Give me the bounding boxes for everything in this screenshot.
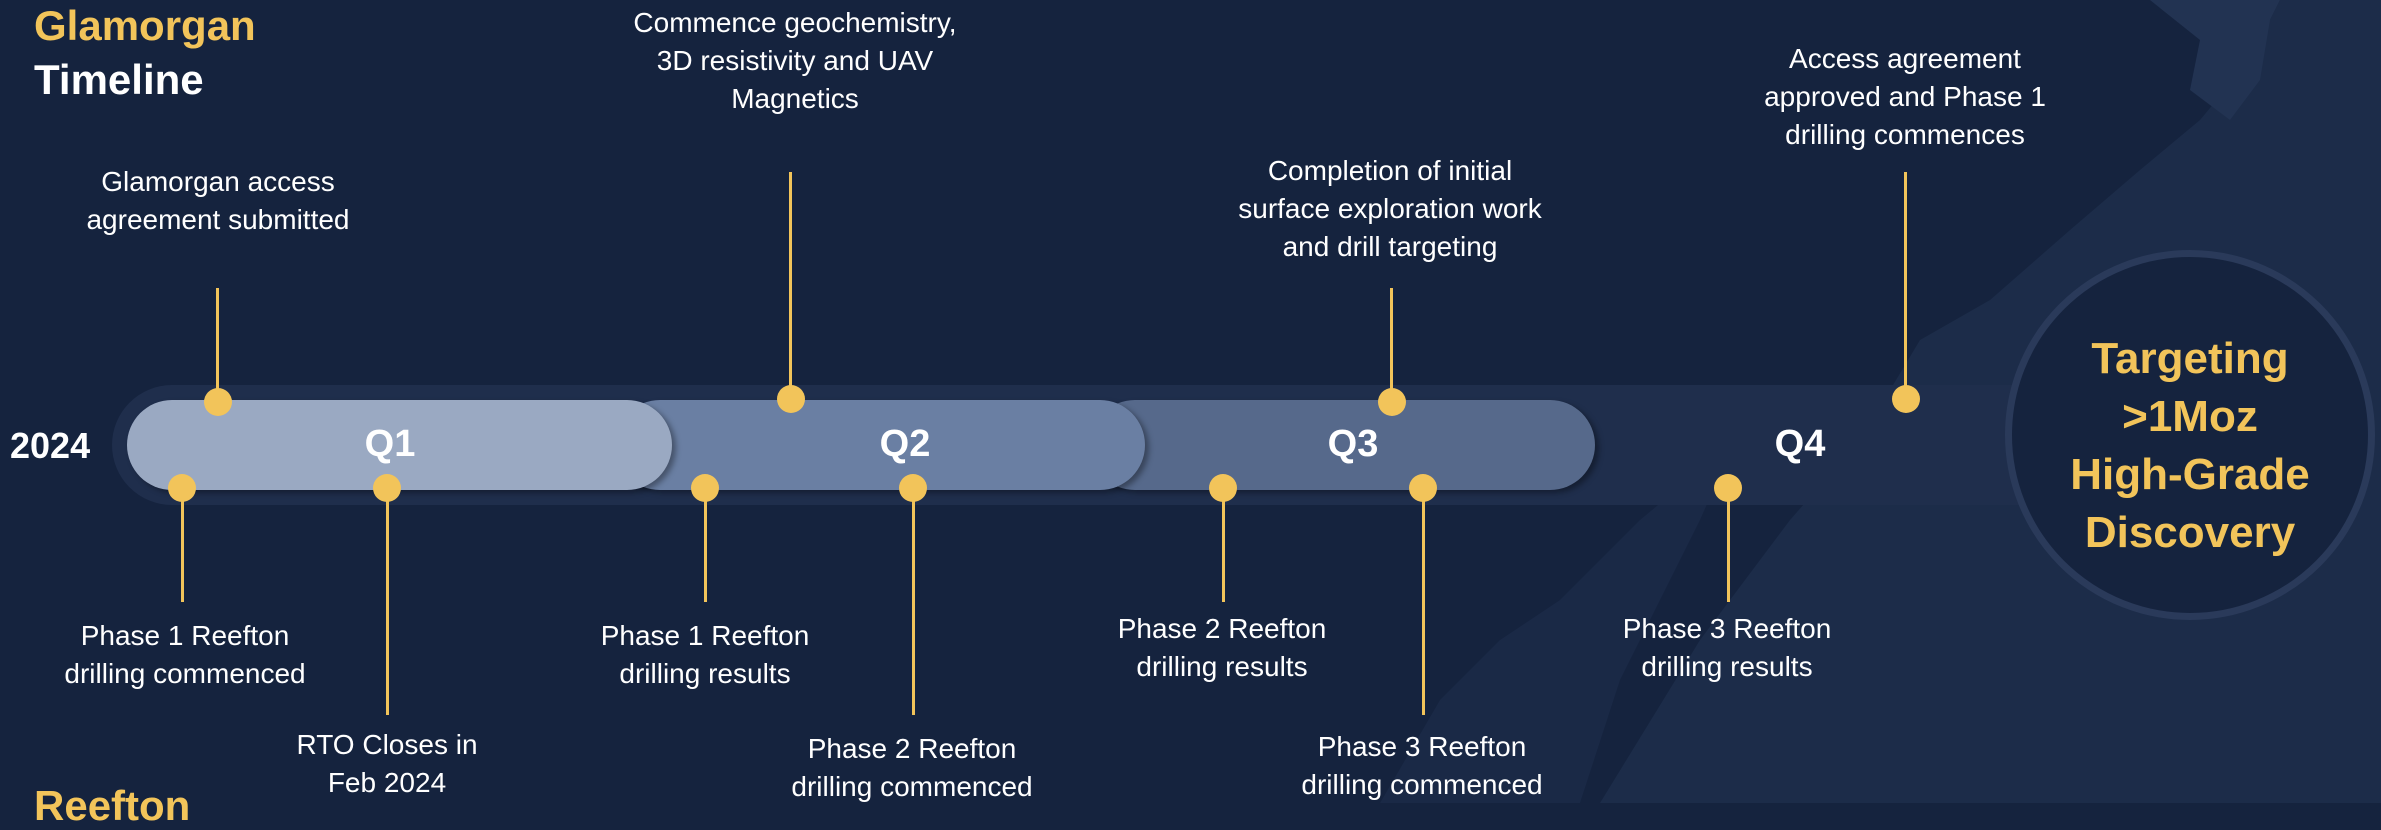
event-marker	[1378, 388, 1406, 416]
event-connector	[181, 490, 184, 602]
event-connector	[386, 490, 389, 715]
event-connector	[1422, 490, 1425, 715]
year-label: 2024	[10, 425, 91, 466]
event-connector	[704, 490, 707, 602]
event-connector	[912, 490, 915, 715]
timeline-track-extension	[1550, 385, 2050, 505]
event-connector	[1727, 490, 1730, 602]
event-below-label: Phase 2 Reefton drilling commenced	[791, 733, 1033, 802]
event-below-label: Phase 2 Reefton drilling results	[1117, 613, 1327, 682]
event-above-label: Access agreement approved and Phase 1 dr…	[1764, 43, 2046, 150]
title-glamorgan: Glamorgan	[34, 2, 256, 49]
event-connector	[1390, 288, 1393, 400]
event-marker	[777, 385, 805, 413]
event-connector	[1222, 490, 1225, 602]
event-above-label: Glamorgan access agreement submitted	[86, 166, 350, 235]
event-above-label: Completion of initial surface exploratio…	[1238, 155, 1542, 262]
target-text: Targeting >1Moz High-Grade Discovery	[2070, 334, 2310, 557]
event-above-label: Commence geochemistry, 3D resistivity an…	[633, 7, 957, 114]
event-marker	[204, 388, 232, 416]
segment-q3	[1090, 400, 1595, 490]
quarter-q2: Q2	[879, 423, 931, 465]
quarter-q4: Q4	[1774, 423, 1826, 465]
target-circle	[2005, 250, 2375, 620]
event-below-label: Phase 1 Reefton drilling results	[600, 620, 810, 689]
event-below-label: Phase 3 Reefton drilling results	[1622, 613, 1832, 682]
event-connector	[1904, 172, 1907, 398]
event-marker	[1892, 385, 1920, 413]
event-below-label: RTO Closes in Feb 2024	[296, 729, 478, 798]
quarter-q1: Q1	[364, 423, 416, 465]
event-connector	[789, 172, 792, 398]
event-below-label: Phase 3 Reefton drilling commenced	[1301, 731, 1543, 800]
quarter-q3: Q3	[1327, 423, 1379, 465]
title-timeline: Timeline	[34, 56, 204, 103]
event-below-label: Phase 1 Reefton drilling commenced	[64, 620, 306, 689]
event-connector	[216, 288, 219, 400]
title-reefton: Reefton	[34, 782, 191, 829]
